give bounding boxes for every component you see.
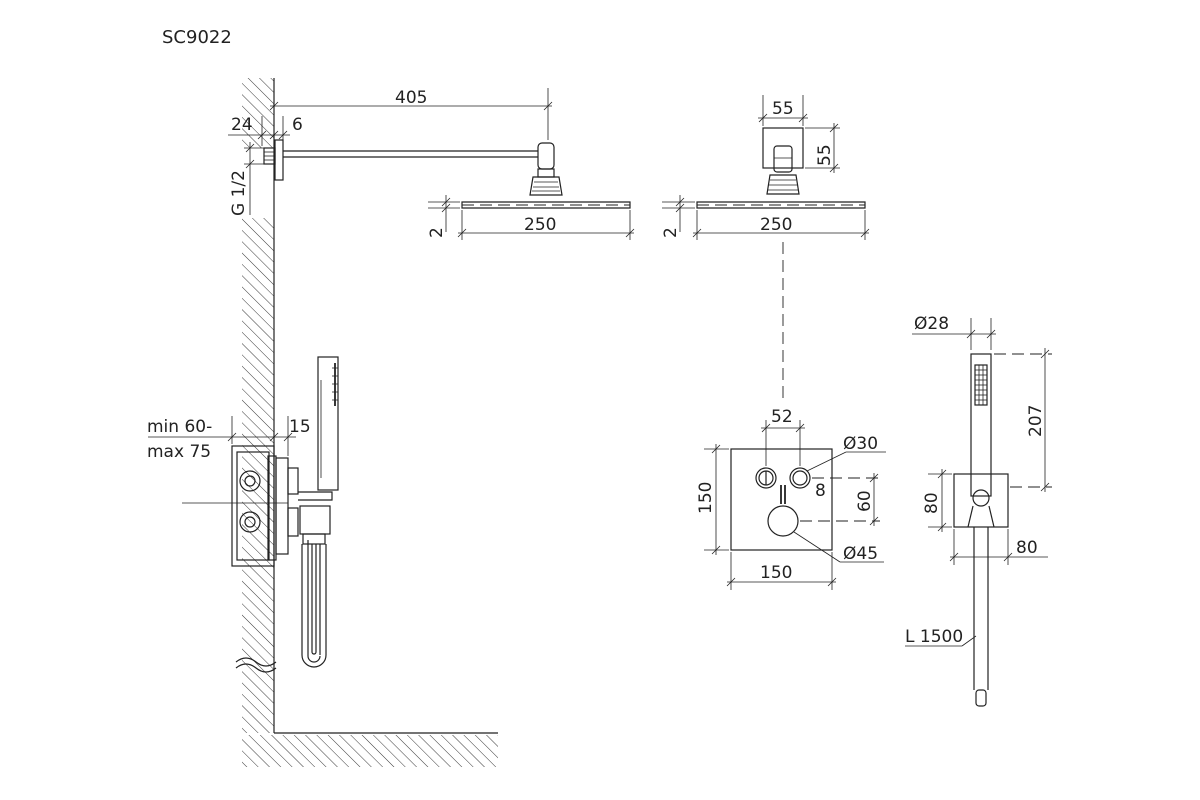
dim-mixer-depth: min 60- max 75 15 [147,416,311,462]
dim-24-6: 24 6 [228,115,303,146]
model-title: SC9022 [162,27,232,48]
dim-label-g12: G 1/2 [229,170,249,216]
dim-label-52: 52 [771,407,793,427]
dim-hose-length: L 1500 [905,627,977,647]
dim-label-60: 60 [855,490,875,512]
dim-label-207: 207 [1026,405,1046,437]
dim-207: 207 [994,348,1052,492]
dim-label-405: 405 [395,88,427,108]
shower-arm-side [263,139,631,209]
wall [235,78,498,767]
dim-head-right: 2 250 [661,195,870,240]
dim-label-2-left: 2 [427,227,447,238]
dim-g12: G 1/2 [229,142,266,216]
dim-label-80-w: 80 [1016,538,1038,558]
dim-28: Ø28 [912,314,996,350]
dim-label-28: Ø28 [914,314,949,334]
shower-head-front [696,127,866,398]
dim-knob: Ø30 8 60 [800,434,886,526]
dim-45: Ø45 [793,531,884,564]
dim-label-1500: L 1500 [905,627,963,647]
dim-label-150-w: 150 [760,563,792,583]
dim-label-250-left: 250 [524,215,556,235]
dim-label-6: 6 [292,115,303,135]
dim-150-horizontal: 150 [726,552,837,590]
dim-label-250-right: 250 [760,215,792,235]
dim-52: 52 [761,407,805,466]
dim-label-55-w: 55 [772,99,794,119]
dim-55: 55 55 [758,95,840,173]
dim-label-15: 15 [289,417,311,437]
dim-label-24: 24 [231,115,253,135]
dim-head-left: 2 250 [427,195,635,240]
dim-label-45: Ø45 [843,544,878,564]
dim-80: 80 80 [922,469,1048,565]
mixer-plate-front [730,448,833,551]
dim-label-80-h: 80 [922,492,942,514]
dim-label-max: max 75 [147,442,211,462]
dim-405: 405 [269,88,553,140]
dim-label-8: 8 [815,481,826,501]
mixer-side [182,356,339,668]
dim-label-2-right: 2 [661,227,681,238]
dim-label-30: Ø30 [843,434,878,454]
hand-shower-front [953,353,1009,707]
dim-label-55-h: 55 [815,144,835,166]
dim-label-150-h: 150 [696,482,716,514]
dim-label-min: min 60- [147,417,212,437]
dim-150-vertical: 150 [696,444,729,555]
